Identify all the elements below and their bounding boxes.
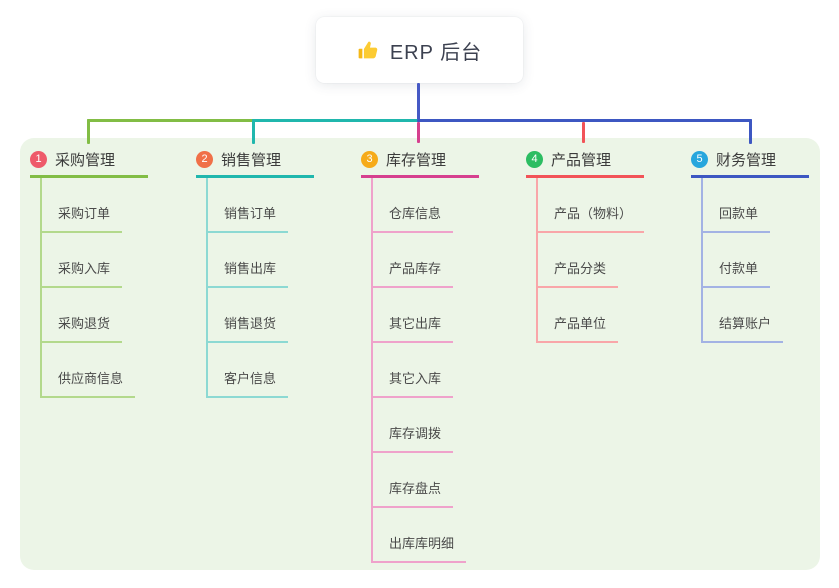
child-node[interactable]: 其它出库 xyxy=(373,288,479,343)
child-node-label: 产品（物料） xyxy=(538,203,645,233)
child-node-label: 付款单 xyxy=(703,258,771,288)
child-node-label: 客户信息 xyxy=(208,368,289,398)
bus-line-finance xyxy=(417,119,752,122)
branch-finance: 5 财务管理 回款单 付款单 结算账户 xyxy=(691,148,809,343)
badge-5: 5 xyxy=(691,150,708,168)
mindmap-background-panel xyxy=(20,138,820,570)
child-node[interactable]: 产品分类 xyxy=(538,233,644,288)
child-node-label: 产品库存 xyxy=(373,258,454,288)
root-stem-line xyxy=(417,83,420,121)
branch-node-inventory[interactable]: 3 库存管理 xyxy=(361,148,479,178)
child-node-label: 其它出库 xyxy=(373,313,454,343)
drop-line-product xyxy=(582,122,585,143)
child-node-label: 产品分类 xyxy=(538,258,619,288)
child-node-label: 出库库明细 xyxy=(373,533,467,563)
child-node[interactable]: 库存盘点 xyxy=(373,453,479,508)
thumbs-up-icon xyxy=(358,41,378,58)
branch-label: 产品管理 xyxy=(551,151,612,169)
branch-node-sales[interactable]: 2 销售管理 xyxy=(196,148,314,178)
child-node[interactable]: 回款单 xyxy=(703,178,809,233)
branch-product: 4 产品管理 产品（物料） 产品分类 产品单位 xyxy=(526,148,645,343)
child-node[interactable]: 采购退货 xyxy=(42,288,148,343)
child-node[interactable]: 供应商信息 xyxy=(42,343,148,398)
badge-1: 1 xyxy=(30,150,47,168)
branch-sales: 2 销售管理 销售订单 销售出库 销售退货 客户信息 xyxy=(196,148,314,398)
child-node-label: 其它入库 xyxy=(373,368,454,398)
child-node-label: 销售退货 xyxy=(208,313,289,343)
bus-line-sales xyxy=(252,119,420,122)
child-node-label: 结算账户 xyxy=(703,313,784,343)
child-node-label: 供应商信息 xyxy=(42,368,136,398)
child-node[interactable]: 销售退货 xyxy=(208,288,314,343)
child-node-label: 库存调拨 xyxy=(373,423,454,453)
child-node[interactable]: 采购入库 xyxy=(42,233,148,288)
branch-children: 采购订单 采购入库 采购退货 供应商信息 xyxy=(40,178,148,398)
root-node[interactable]: ERP 后台 xyxy=(316,17,523,83)
child-node-label: 库存盘点 xyxy=(373,478,454,508)
child-node[interactable]: 产品（物料） xyxy=(538,178,645,233)
child-node[interactable]: 产品库存 xyxy=(373,233,479,288)
child-node-label: 仓库信息 xyxy=(373,203,454,233)
child-node[interactable]: 产品单位 xyxy=(538,288,644,343)
branch-purchase: 1 采购管理 采购订单 采购入库 采购退货 供应商信息 xyxy=(30,148,148,398)
branch-label: 销售管理 xyxy=(221,151,282,169)
child-node[interactable]: 销售出库 xyxy=(208,233,314,288)
child-node-label: 采购入库 xyxy=(42,258,123,288)
child-node-label: 销售出库 xyxy=(208,258,289,288)
child-node[interactable]: 客户信息 xyxy=(208,343,314,398)
bus-line-purchase xyxy=(87,119,255,122)
child-node[interactable]: 付款单 xyxy=(703,233,809,288)
child-node[interactable]: 结算账户 xyxy=(703,288,809,343)
branch-node-product[interactable]: 4 产品管理 xyxy=(526,148,644,178)
branch-children: 销售订单 销售出库 销售退货 客户信息 xyxy=(206,178,314,398)
drop-line-sales xyxy=(252,119,255,144)
drop-line-purchase xyxy=(87,119,90,144)
branch-node-finance[interactable]: 5 财务管理 xyxy=(691,148,809,178)
branch-children: 产品（物料） 产品分类 产品单位 xyxy=(536,178,645,343)
child-node[interactable]: 采购订单 xyxy=(42,178,148,233)
child-node-label: 采购退货 xyxy=(42,313,123,343)
branch-children: 回款单 付款单 结算账户 xyxy=(701,178,809,343)
branch-label: 库存管理 xyxy=(386,151,447,169)
drop-line-finance xyxy=(749,119,752,144)
child-node[interactable]: 仓库信息 xyxy=(373,178,479,233)
child-node-label: 采购订单 xyxy=(42,203,123,233)
root-node-label: ERP 后台 xyxy=(389,41,483,64)
branch-inventory: 3 库存管理 仓库信息 产品库存 其它出库 其它入库 库存调拨 库存盘点 出库库… xyxy=(361,148,479,563)
branch-children: 仓库信息 产品库存 其它出库 其它入库 库存调拨 库存盘点 出库库明细 xyxy=(371,178,479,563)
child-node[interactable]: 库存调拨 xyxy=(373,398,479,453)
child-node[interactable]: 其它入库 xyxy=(373,343,479,398)
branch-label: 财务管理 xyxy=(716,151,777,169)
badge-2: 2 xyxy=(196,150,213,168)
badge-3: 3 xyxy=(361,150,378,168)
badge-4: 4 xyxy=(526,150,543,168)
drop-line-inventory xyxy=(417,122,420,143)
child-node-label: 回款单 xyxy=(703,203,771,233)
child-node-label: 产品单位 xyxy=(538,313,619,343)
branch-label: 采购管理 xyxy=(55,151,116,169)
child-node[interactable]: 出库库明细 xyxy=(373,508,479,563)
child-node[interactable]: 销售订单 xyxy=(208,178,314,233)
branch-node-purchase[interactable]: 1 采购管理 xyxy=(30,148,148,178)
child-node-label: 销售订单 xyxy=(208,203,289,233)
